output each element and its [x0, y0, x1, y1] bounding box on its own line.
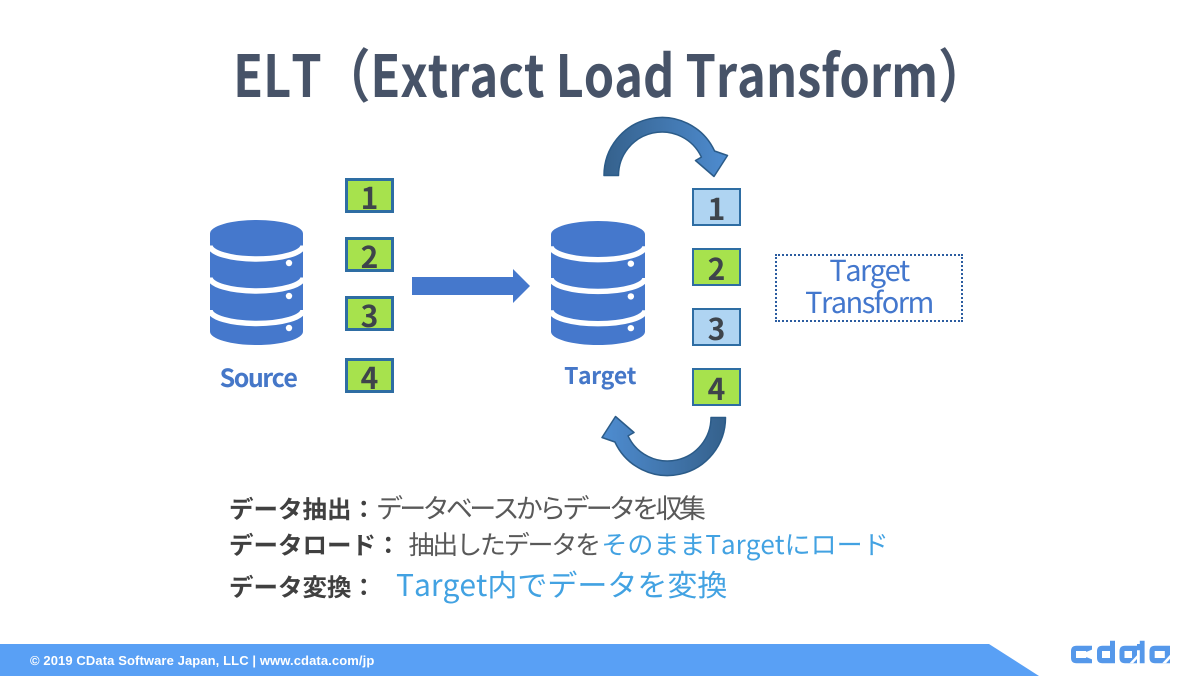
notes: データ抽出：データベースからデータを収集 データロード：抽出したデータをそのまま…	[229, 485, 889, 608]
row-number-label: 3	[360, 291, 379, 336]
target-transform-line2: Transform	[805, 279, 934, 322]
note-highlight: Target内でデータを変換	[396, 561, 728, 606]
note-line-transform: データ変換：Target内でデータを変換	[229, 565, 889, 608]
row-number-label: 3	[707, 305, 726, 349]
target-row-3: 3	[692, 308, 741, 346]
loop-arrow-bottom-icon	[601, 415, 727, 477]
target-row-1: 1	[692, 188, 741, 226]
note-label: データロード：	[229, 526, 401, 562]
row-number-label: 2	[707, 245, 726, 289]
target-transform-line1: Target	[829, 247, 910, 290]
note-label: データ変換：	[229, 569, 376, 605]
source-row-4: 4	[345, 358, 394, 393]
note-highlight: そのままTargetにロード	[601, 524, 889, 562]
page-title: ELT（Extract Load Transform）	[233, 30, 987, 114]
source-label: Source	[219, 358, 298, 395]
target-row-4: 4	[692, 368, 741, 406]
row-number-label: 1	[360, 173, 379, 218]
footer-copyright: © 2019 CData Software Japan, LLC | www.c…	[30, 652, 375, 668]
note-text: データベースからデータを収集	[376, 487, 706, 526]
source-row-1: 1	[345, 178, 394, 213]
cdata-logo	[1071, 640, 1170, 664]
note-label: データ抽出：	[229, 491, 376, 526]
source-database-icon	[210, 220, 303, 345]
note-line-extract: データ抽出：データベースからデータを収集	[229, 487, 889, 530]
target-database-icon	[551, 221, 645, 345]
footer-bar: © 2019 CData Software Japan, LLC | www.c…	[0, 644, 1039, 676]
row-number-label: 4	[360, 353, 379, 398]
row-number-label: 1	[707, 185, 726, 229]
note-line-load: データロード：抽出したデータをそのままTargetにロード	[229, 524, 889, 566]
source-row-3: 3	[345, 296, 394, 331]
row-number-label: 2	[360, 232, 379, 277]
target-label: Target	[564, 357, 636, 391]
target-transform-box: Target Transform	[775, 247, 963, 322]
target-row-2: 2	[692, 248, 741, 286]
loop-arrow-top-icon	[603, 116, 729, 178]
source-row-2: 2	[345, 237, 394, 272]
row-number-label: 4	[707, 365, 726, 409]
note-text: 抽出したデータを	[408, 524, 602, 562]
flow-arrow-icon	[412, 269, 530, 303]
